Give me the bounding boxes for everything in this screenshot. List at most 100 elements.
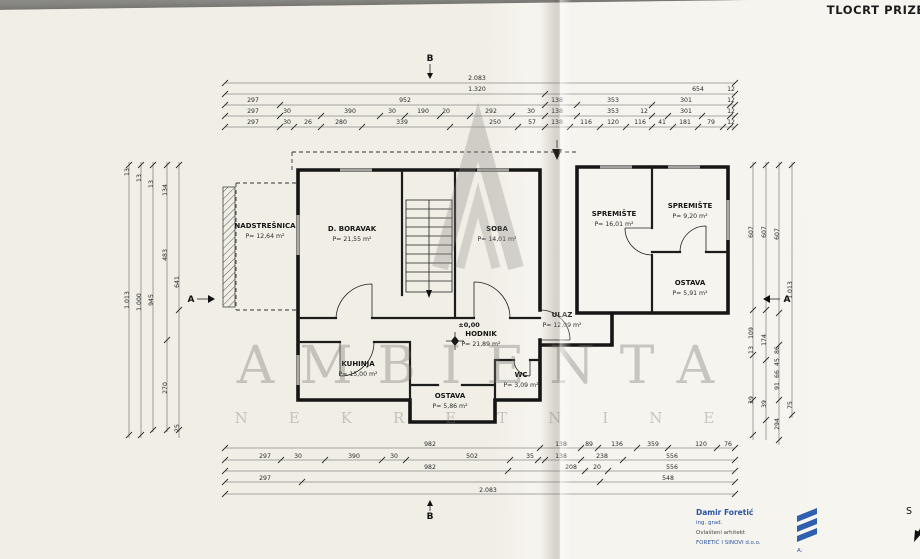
room-area-label: P= 21,89 m²	[461, 341, 501, 348]
dimension-label: 390	[348, 453, 360, 460]
section-b-bottom: B	[427, 512, 434, 522]
dimension-label: 2.083	[479, 487, 497, 494]
dimension-label: 982	[424, 464, 436, 471]
stamp-label: A:	[797, 548, 803, 554]
level-marker	[446, 332, 464, 350]
dimension-label: 13	[136, 174, 143, 182]
dimension-label: 13	[148, 180, 155, 188]
dimension-label: 41	[658, 119, 666, 126]
paper-fold-shadow	[540, 0, 572, 559]
room-name-label: SOBA	[486, 225, 508, 233]
dimension-label: 76	[724, 441, 732, 448]
dimension-label: 502	[466, 453, 478, 460]
dimension-label: 89	[585, 441, 593, 448]
dimension-label: 270	[162, 382, 169, 394]
dimension-label: 29	[748, 396, 755, 404]
dimension-label: 30	[283, 119, 291, 126]
dimension-label: 654	[692, 86, 704, 93]
dimension-label: 607	[761, 226, 768, 238]
dimension-label: 390	[344, 108, 356, 115]
dimension-label: 26	[304, 119, 312, 126]
section-a-left: A	[188, 295, 195, 305]
room-name-label: D. BORAVAK	[328, 225, 377, 233]
dimension-label: 483	[162, 249, 169, 261]
canopy-outline	[222, 151, 577, 311]
watermark-logo	[432, 102, 524, 271]
dimension-label: 297	[259, 475, 271, 482]
dimension-label: 30	[283, 108, 291, 115]
dimension-label: 339	[396, 119, 408, 126]
dimension-label: 294	[774, 418, 781, 430]
canopy-hatched-wall	[222, 186, 236, 308]
dimension-label: 13	[748, 346, 755, 354]
architect-role: Ovlašteni arhitekt	[696, 529, 746, 536]
dimension-label: 91	[774, 382, 781, 390]
dimension-label: 353	[607, 97, 619, 104]
dimension-label: 2.083	[468, 75, 486, 82]
dimension-label: 134	[162, 184, 169, 196]
dimension-label: 12	[727, 119, 735, 126]
dimension-label: 25	[174, 424, 181, 432]
dimension-label: 20	[593, 464, 601, 471]
windows	[296, 165, 730, 385]
watermark-line2: NEKRETNINE	[235, 409, 756, 427]
section-markers: B B A A	[188, 54, 791, 522]
room-name-label: KUHINJA	[341, 360, 375, 368]
dimension-label: 952	[399, 97, 411, 104]
architect-degree: ing. grad.	[696, 520, 723, 526]
room-area-label: P= 5,91 m²	[672, 290, 708, 297]
dimension-label: 45	[774, 358, 781, 366]
dimension-label: 297	[247, 97, 259, 104]
floor-plan-area: TLOCRT PRIZEMLJA	[40, 0, 920, 559]
room-name-label: OSTAVA	[675, 279, 706, 287]
room-name-label: SPREMIŠTE	[668, 201, 713, 210]
dimension-label: 66	[774, 370, 781, 378]
dimension-label: 1.320	[468, 86, 486, 93]
section-b-top: B	[427, 54, 434, 64]
dimension-label: 136	[611, 441, 623, 448]
staircase	[405, 199, 453, 298]
dimension-label: 79	[707, 119, 715, 126]
company-logo	[797, 508, 817, 542]
dimension-label: 982	[424, 441, 436, 448]
dimension-lines	[125, 79, 796, 498]
dimension-label: 109	[748, 327, 755, 339]
room-area-label: P= 16,01 m²	[594, 221, 634, 228]
dimension-label: 945	[148, 294, 155, 306]
dimension-label: 12	[727, 86, 735, 93]
dimension-label: 12	[640, 108, 648, 115]
signature-block: Damir Foretić ing. grad. Ovlašteni arhit…	[696, 508, 817, 554]
dimension-label: 359	[647, 441, 659, 448]
room-area-label: P= 3,09 m²	[503, 382, 539, 389]
dimension-label: 35	[526, 453, 534, 460]
room-name-label: WC	[515, 371, 528, 379]
dimension-label: 556	[666, 453, 678, 460]
floor-plan-drawing: TLOCRT PRIZEMLJA	[124, 0, 920, 559]
watermark-line1: AMBIENTA	[236, 336, 739, 396]
dimension-label: 1.013	[787, 281, 794, 299]
dimension-label: 57	[528, 119, 536, 126]
stair-direction-arrow	[426, 290, 432, 298]
dimension-label: 556	[666, 464, 678, 471]
dimension-label: 607	[774, 228, 781, 240]
room-name-label: OSTAVA	[435, 392, 466, 400]
dimension-label: 607	[748, 226, 755, 238]
dimension-label: 301	[680, 97, 692, 104]
dimension-label: 297	[259, 453, 271, 460]
room-name-label: HODNIK	[465, 330, 497, 338]
dimension-label: 12	[727, 108, 735, 115]
room-area-label: P= 9,20 m²	[672, 213, 708, 220]
north-label: S	[906, 506, 912, 517]
dimension-label: 12	[727, 97, 735, 104]
company-name: FORETIĆ I SINOVI d.o.o.	[696, 539, 761, 546]
section-a-right: A	[784, 295, 791, 305]
room-area-label: P= 14,01 m²	[477, 236, 517, 243]
dimension-label: 297	[247, 119, 259, 126]
dimension-label: 116	[634, 119, 646, 126]
dimension-label: 250	[489, 119, 501, 126]
north-indicator: S	[906, 506, 920, 542]
dimension-label: 13	[124, 168, 131, 176]
dimension-label: 238	[596, 453, 608, 460]
dimension-label: 30	[390, 453, 398, 460]
